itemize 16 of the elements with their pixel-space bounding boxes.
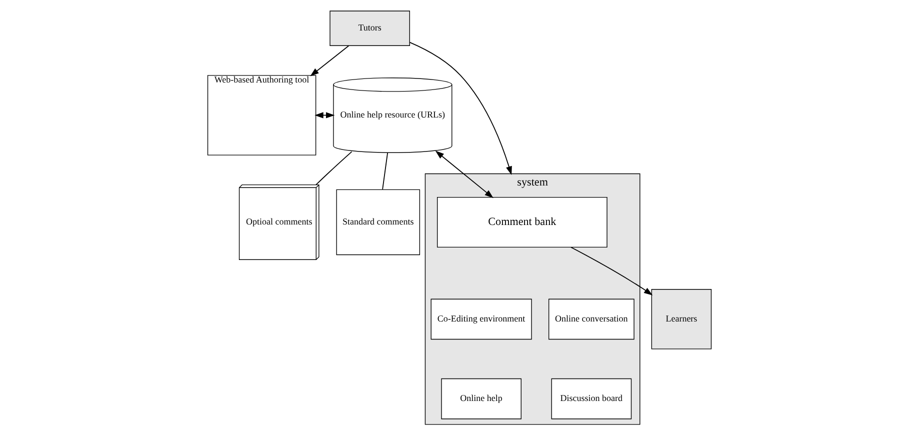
node-box: Online help bbox=[440, 378, 521, 420]
node-box: Co-Editing environment bbox=[430, 298, 532, 340]
node-box: Learners bbox=[650, 289, 712, 350]
arrow bbox=[408, 42, 512, 176]
node-box: Standard comments bbox=[336, 189, 420, 256]
node-box: Comment bank bbox=[436, 196, 607, 248]
arrow bbox=[310, 45, 349, 76]
arrow bbox=[314, 112, 334, 118]
connector bbox=[315, 151, 352, 186]
node-box: Tutors bbox=[329, 10, 410, 46]
node-box: Discussion board bbox=[550, 378, 632, 420]
connector bbox=[382, 152, 388, 190]
arrow bbox=[570, 246, 652, 296]
node-box: Online conversation bbox=[548, 298, 634, 340]
node-box: Web-based Authoring tool bbox=[206, 75, 316, 156]
arrow bbox=[434, 150, 493, 198]
